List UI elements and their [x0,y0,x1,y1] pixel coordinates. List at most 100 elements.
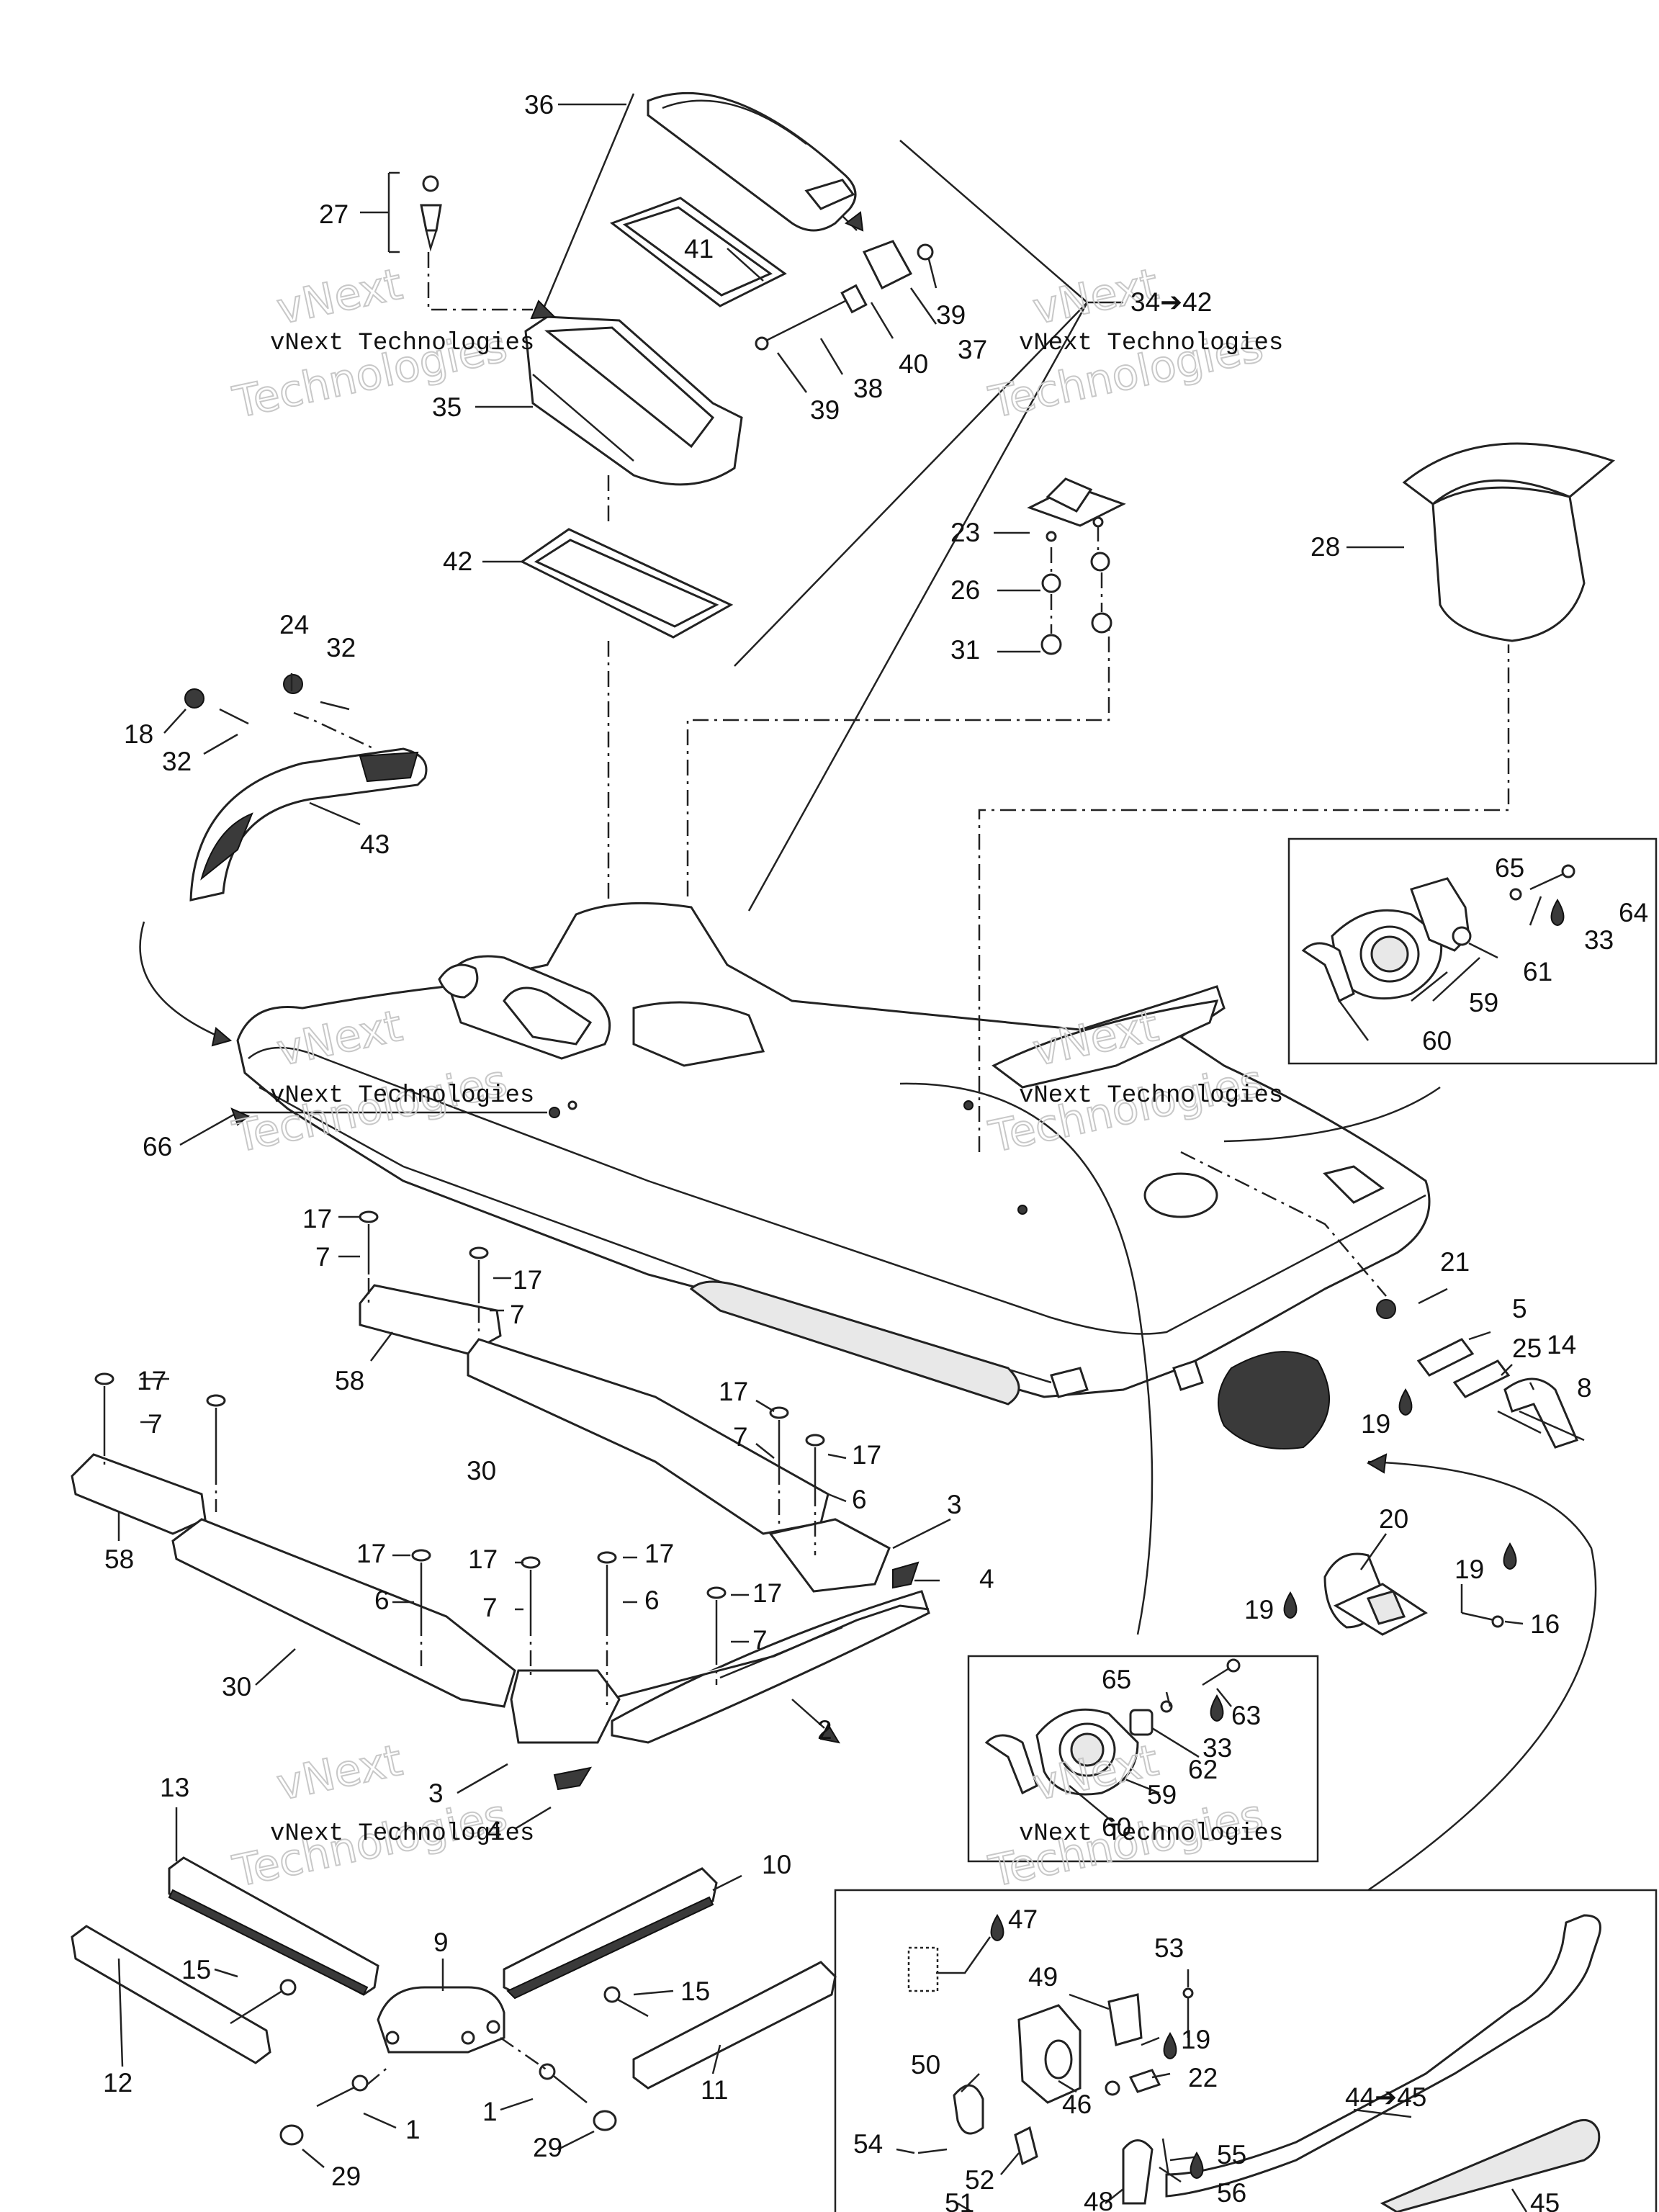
callout-15-left: 15 [181,1955,211,1984]
callout-17-f: 17 [356,1539,386,1568]
callout-19-handle: 19 [1181,2025,1210,2054]
storage-cover-36 [647,91,857,232]
callout-48: 48 [1084,2187,1113,2212]
callout-7-c: 7 [148,1409,163,1439]
callout-18: 18 [124,719,153,749]
watermark-text-5: vNext Technologies [270,1820,534,1848]
fender-43 [184,674,428,902]
storage-bin-35 [524,315,743,486]
callout-26: 26 [950,575,980,605]
pad-3-lower [510,1669,621,1791]
callout-50: 50 [911,2050,940,2080]
callout-39-upper: 39 [936,300,966,330]
callout-19-left: 19 [1244,1595,1274,1624]
callout-7-f: 7 [752,1625,768,1655]
callout-64: 64 [1619,898,1648,927]
hull-body [236,902,1431,1449]
callout-19-rear: 19 [1361,1409,1390,1439]
callout-4-lower: 4 [487,1816,502,1845]
watermark-vnext-1: vNext [273,259,407,335]
callout-55: 55 [1217,2140,1246,2170]
callout-30-lower: 30 [222,1672,251,1701]
callout-10: 10 [762,1850,791,1879]
callout-36: 36 [524,90,554,120]
drain-plug-box-top [1287,837,1658,1065]
callout-32-upper: 32 [326,633,356,662]
connector-9 [377,1986,505,2054]
callout-37: 37 [958,335,987,364]
callout-35: 35 [432,392,462,422]
callout-59-top: 59 [1469,988,1498,1017]
callout-56: 56 [1217,2178,1246,2208]
callout-21: 21 [1440,1247,1470,1277]
callout-52: 52 [965,2165,994,2195]
callout-39-lower: 39 [810,395,840,425]
rear-hardware [1376,1299,1585,1449]
callout-3-lower: 3 [428,1779,444,1808]
callout-6-b: 6 [374,1586,390,1615]
pad-30-lower [171,1518,516,1708]
callout-labels: 36 27 41 39 39 37 40 38 34➔42 35 42 23 2… [103,90,1648,2212]
callout-49: 49 [1028,1962,1058,1992]
handle-box [834,1889,1658,2212]
callout-17-c: 17 [137,1366,166,1395]
drain-plug-assembly-top [1301,864,1575,1003]
callout-17-e: 17 [852,1440,881,1470]
callout-59-middle: 59 [1147,1780,1177,1809]
callout-47: 47 [1008,1905,1038,1934]
nut-31a [1040,634,1062,655]
callout-65-top: 65 [1495,853,1524,883]
watermark-text-4: vNext Technologies [1019,1082,1283,1110]
hinge-23 [1027,477,1126,542]
pin-38 [755,284,868,351]
callout-17-b: 17 [513,1265,542,1295]
callout-34-42: 34➔42 [1130,287,1212,317]
callout-45: 45 [1530,2188,1560,2212]
gasket-41 [609,197,787,307]
callout-15-right: 15 [680,1977,710,2006]
callout-19-right: 19 [1455,1555,1484,1584]
callout-66: 66 [143,1132,172,1161]
rivet-27 [420,175,442,252]
bumper-12 [71,1925,271,2064]
pad-3-upper [768,1518,920,1593]
callout-41: 41 [684,234,714,264]
bumper-10 [503,1867,718,2000]
drop-icons [990,899,1565,2179]
callout-25: 25 [1512,1334,1542,1363]
callout-4-upper: 4 [979,1564,994,1593]
callout-30-upper: 30 [467,1456,496,1485]
watermark-text-6: vNext Technologies [1019,1820,1283,1848]
callout-53: 53 [1154,1933,1184,1963]
callout-60-top: 60 [1422,1026,1452,1056]
pad-30-upper [467,1338,830,1535]
callout-20: 20 [1379,1504,1408,1534]
washer-26a [1041,573,1061,593]
callout-28: 28 [1310,532,1340,562]
callout-17-h: 17 [644,1539,674,1568]
callout-24: 24 [279,610,309,639]
callout-33-top: 33 [1584,925,1614,955]
watermark-text-1: vNext Technologies [270,330,534,357]
callout-14: 14 [1547,1330,1576,1359]
callout-51: 51 [945,2188,974,2212]
callout-1-right: 1 [482,2097,498,2126]
callout-31: 31 [950,635,980,665]
callout-43: 43 [360,830,390,859]
drain-plug-assembly-middle [984,1658,1241,1796]
nut-31b [1091,612,1112,634]
rivets-15-and-1 [230,1979,649,2146]
latch-37 [862,240,934,290]
callout-38: 38 [853,374,883,403]
callout-22: 22 [1188,2063,1218,2092]
callout-42: 42 [443,547,472,576]
callout-29-right: 29 [533,2133,562,2162]
callout-23: 23 [950,518,980,547]
callout-40: 40 [899,349,928,379]
pad-58-lower [71,1453,207,1535]
watermark-text-2: vNext Technologies [1019,330,1283,357]
callout-7-a: 7 [315,1242,331,1272]
callout-5: 5 [1512,1294,1527,1323]
callout-7-b: 7 [510,1300,525,1329]
